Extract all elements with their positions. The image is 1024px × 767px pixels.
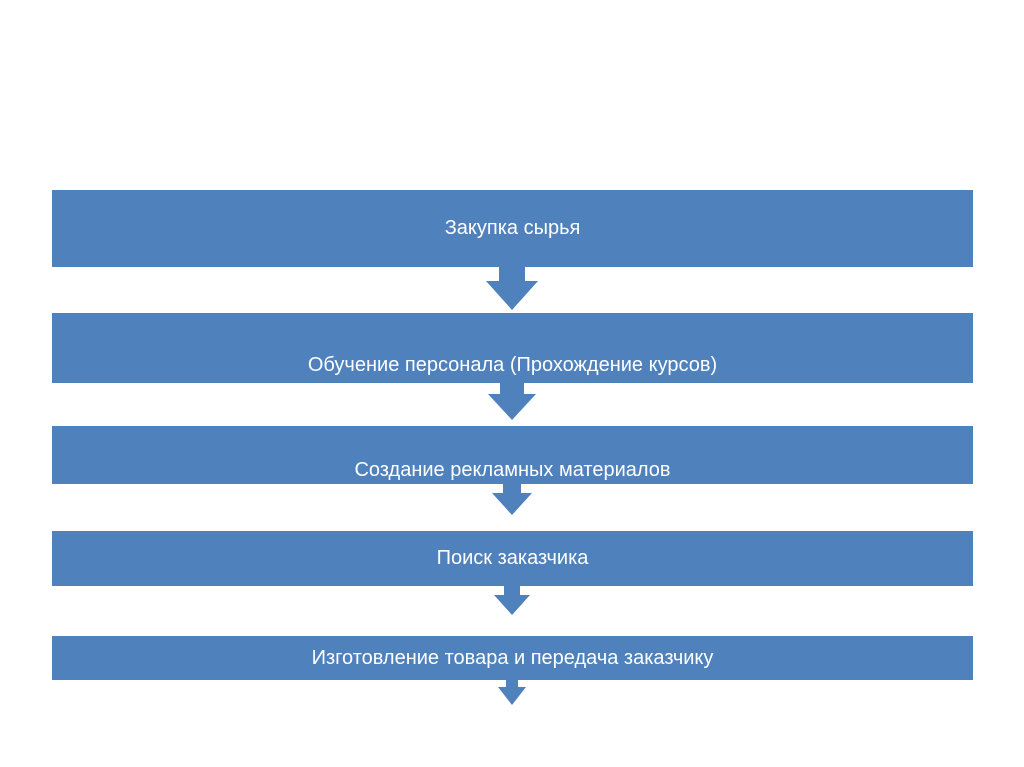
step-label: Изготовление товара и передача заказчику xyxy=(311,647,714,669)
step-box-2: Обучение персонала (Прохождение курсов) xyxy=(52,313,973,383)
step-box-5: Изготовление товара и передача заказчику xyxy=(52,636,973,680)
step-label: Обучение персонала (Прохождение курсов) xyxy=(307,354,718,376)
step-box-4: Поиск заказчика xyxy=(52,531,973,586)
arrow-down-icon xyxy=(486,255,538,310)
step-box-1: Закупка сырья xyxy=(52,190,973,267)
arrow-down-icon xyxy=(498,672,526,705)
step-label: Поиск заказчика xyxy=(436,547,589,569)
arrow-down-icon xyxy=(492,476,532,515)
step-box-3: Создание рекламных материалов xyxy=(52,426,973,484)
arrow-down-icon xyxy=(494,578,530,615)
arrow-down-icon xyxy=(488,372,536,420)
step-label: Закупка сырья xyxy=(444,217,581,239)
step-label: Создание рекламных материалов xyxy=(354,459,671,481)
